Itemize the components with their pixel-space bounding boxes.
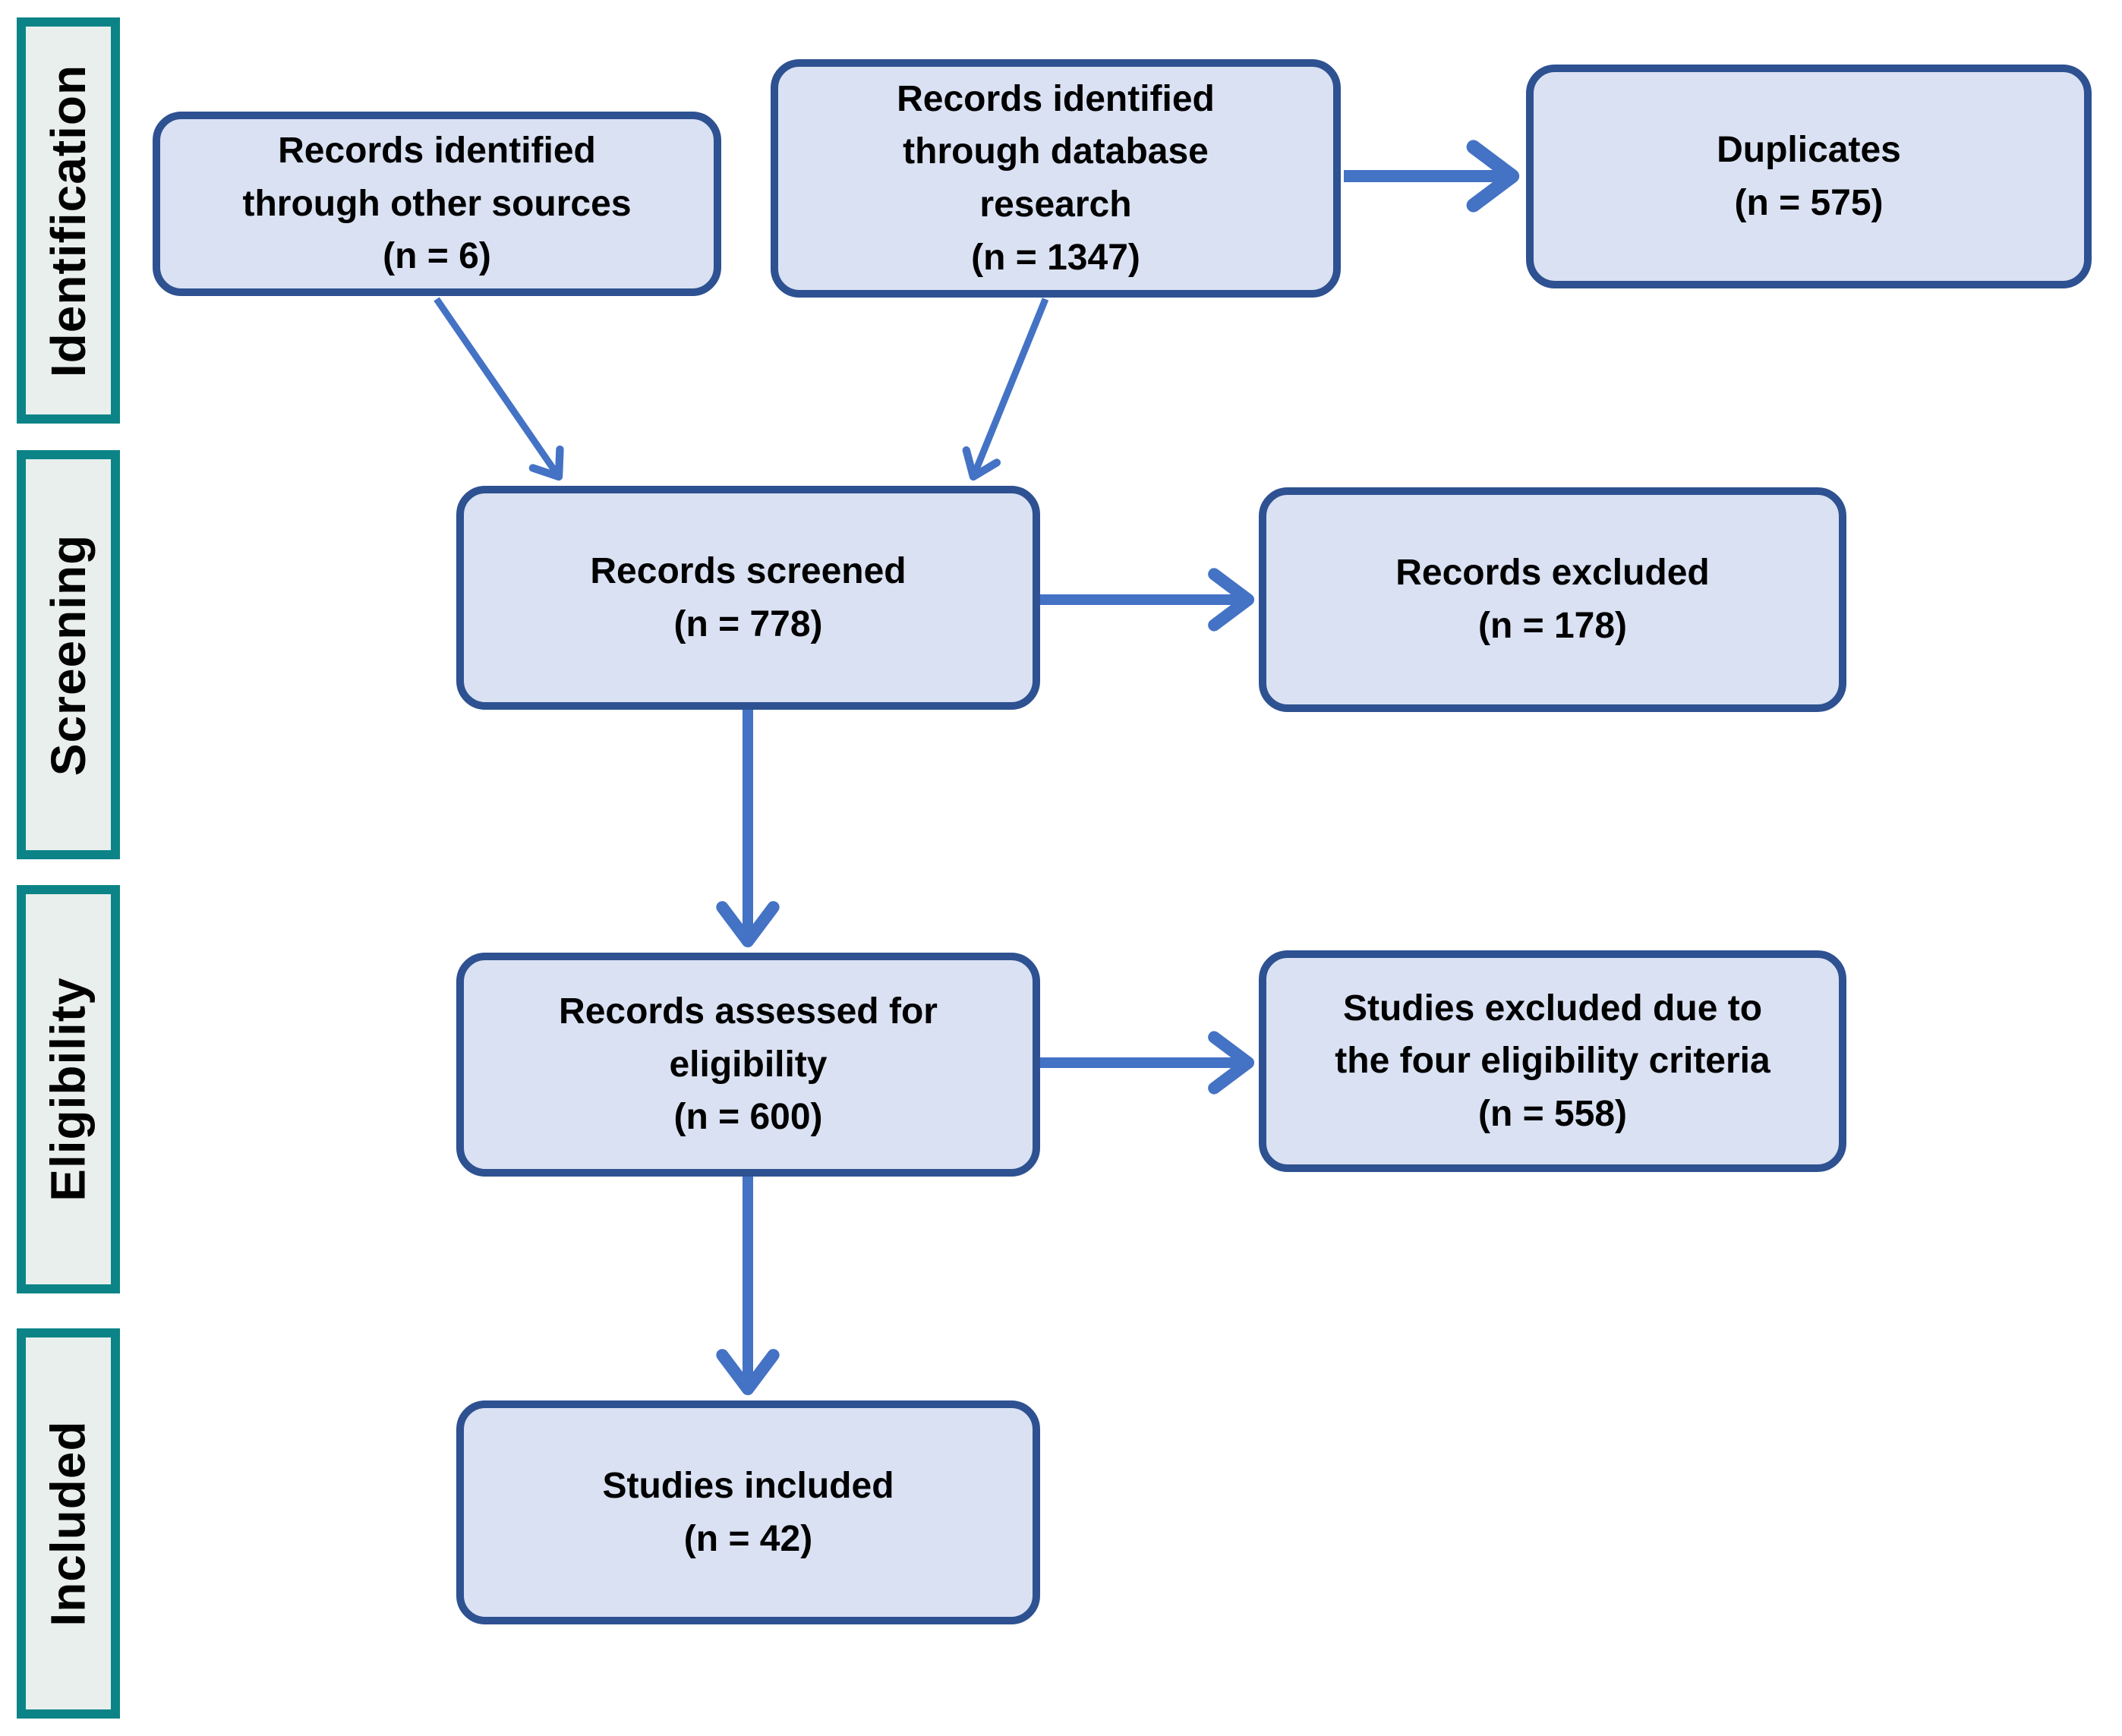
stage-label-identification: Identification — [17, 17, 120, 424]
box-duplicates: Duplicates (n = 575) — [1526, 65, 2092, 288]
box-records-database-research: Records identified through database rese… — [771, 59, 1341, 298]
box-studies-included: Studies included (n = 42) — [456, 1400, 1040, 1624]
stage-label-text: Identification — [41, 64, 96, 377]
box-records-excluded: Records excluded (n = 178) — [1259, 487, 1846, 712]
arrow-database-to-screened — [962, 298, 1049, 481]
stage-label-included: Included — [17, 1328, 120, 1719]
box-label: Duplicates (n = 575) — [1717, 129, 1901, 223]
box-studies-excluded-eligibility-criteria: Studies excluded due to the four eligibi… — [1259, 950, 1846, 1172]
arrow-other-sources-to-screened — [434, 297, 564, 481]
box-label: Studies included (n = 42) — [602, 1465, 894, 1559]
box-label: Studies excluded due to the four eligibi… — [1335, 988, 1770, 1134]
box-records-assessed-eligibility: Records assessed for eligibility (n = 60… — [456, 953, 1040, 1177]
box-label: Records identified through database rese… — [897, 78, 1215, 278]
stage-label-text: Eligibility — [41, 977, 96, 1202]
stage-label-text: Screening — [41, 534, 96, 776]
box-label: Records screened (n = 778) — [590, 550, 907, 644]
box-records-other-sources: Records identified through other sources… — [153, 112, 721, 296]
stage-label-text: Included — [41, 1420, 96, 1627]
stage-label-eligibility: Eligibility — [17, 885, 120, 1293]
stage-label-screening: Screening — [17, 450, 120, 859]
box-label: Records identified through other sources… — [242, 131, 632, 277]
box-label: Records assessed for eligibility (n = 60… — [559, 991, 938, 1138]
box-records-screened: Records screened (n = 778) — [456, 486, 1040, 710]
box-label: Records excluded (n = 178) — [1395, 553, 1710, 646]
